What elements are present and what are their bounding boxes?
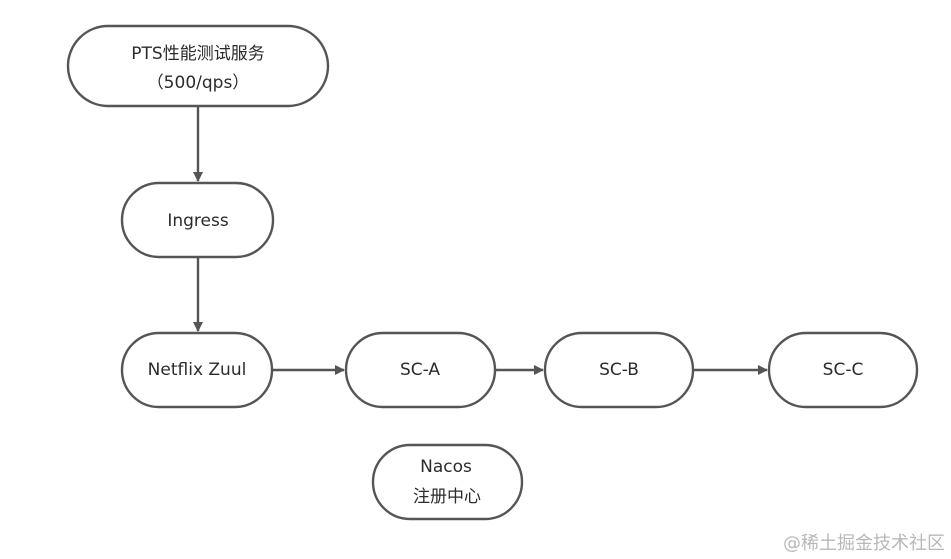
node-zuul-label: Netflix Zuul bbox=[148, 360, 247, 380]
node-ingress-label: Ingress bbox=[167, 211, 229, 231]
node-sc-b-label: SC-B bbox=[599, 360, 639, 380]
node-ingress: Ingress bbox=[120, 181, 275, 259]
node-sc-b: SC-B bbox=[543, 331, 695, 409]
node-sc-c-label: SC-C bbox=[823, 360, 864, 380]
node-nacos-title: Nacos bbox=[420, 457, 472, 477]
node-pts: PTS性能测试服务 （500/qps） bbox=[66, 24, 330, 108]
node-sc-c: SC-C bbox=[767, 331, 919, 409]
node-pts-title: PTS性能测试服务 bbox=[131, 44, 264, 64]
node-sc-a-label: SC-A bbox=[400, 360, 440, 380]
node-nacos: Nacos 注册中心 bbox=[371, 443, 524, 521]
node-sc-a: SC-A bbox=[344, 331, 497, 409]
watermark: @稀土掘金技术社区 bbox=[783, 533, 945, 554]
node-pts-subtitle: （500/qps） bbox=[147, 73, 250, 93]
node-zuul: Netflix Zuul bbox=[120, 331, 274, 409]
node-nacos-subtitle: 注册中心 bbox=[413, 487, 481, 507]
